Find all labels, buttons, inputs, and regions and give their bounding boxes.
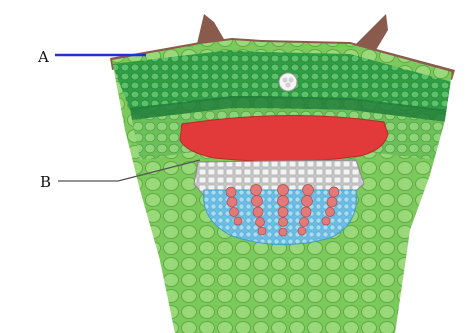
label-a: A: [38, 50, 49, 65]
hypodermis-band: [180, 115, 388, 161]
central-duct: [279, 73, 297, 91]
right-spine: [354, 14, 388, 50]
label-b: B: [40, 175, 51, 190]
